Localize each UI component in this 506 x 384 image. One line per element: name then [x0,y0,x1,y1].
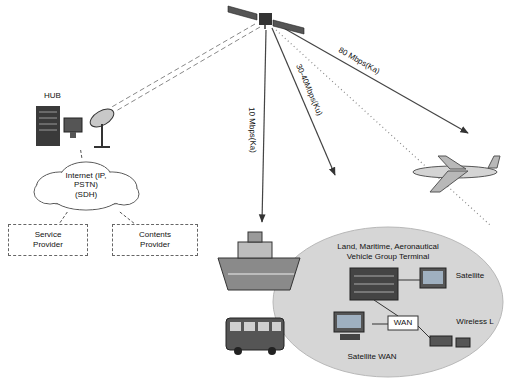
bus-icon [226,318,284,355]
provider-box: Service Provider [8,224,88,256]
satellite-icon [228,6,304,34]
node-text: Internet (IP, PSTN) (SDH) [62,171,110,200]
label-holder: Satellite WAN [346,352,397,362]
station-name: HUB [44,91,61,101]
label-holder: 80 Mbps(Ka) [336,45,382,77]
link-rate: 10 Mbps(Ka) [246,106,257,154]
terminal-label: Satellite WAN [346,352,397,362]
provider-box: Contents Provider [112,224,198,256]
hub-equipment [36,105,117,147]
link-rate: 30-40Mbps(Ku) [293,62,324,118]
node-text: Service Provider [25,230,71,249]
link-line [59,212,67,224]
equipment-label: Satellite [455,271,485,281]
node-text: Land, Maritime, Aeronautical Vehicle Gro… [326,242,450,261]
terminal-equipment [334,268,470,347]
label-holder: Wireless L [455,317,494,327]
equipment-label: WAN [393,318,413,328]
satellite-links [262,26,490,225]
link-line [120,212,135,224]
ship-icon [218,232,300,290]
label-holder: WAN [393,318,413,328]
link-rate: 80 Mbps(Ka) [336,45,382,77]
node-text: Contents Provider [129,230,181,249]
aircraft-icon [413,156,500,192]
equipment-label: Wireless L [455,317,494,327]
link-line [81,150,82,158]
label-holder: 10 Mbps(Ka) [246,106,257,154]
hub-uplink [110,24,260,111]
label-holder: Satellite [455,271,485,281]
network-cloud: Internet (IP, PSTN) (SDH) [30,158,142,212]
label-holder: 30-40Mbps(Ku) [293,62,324,118]
